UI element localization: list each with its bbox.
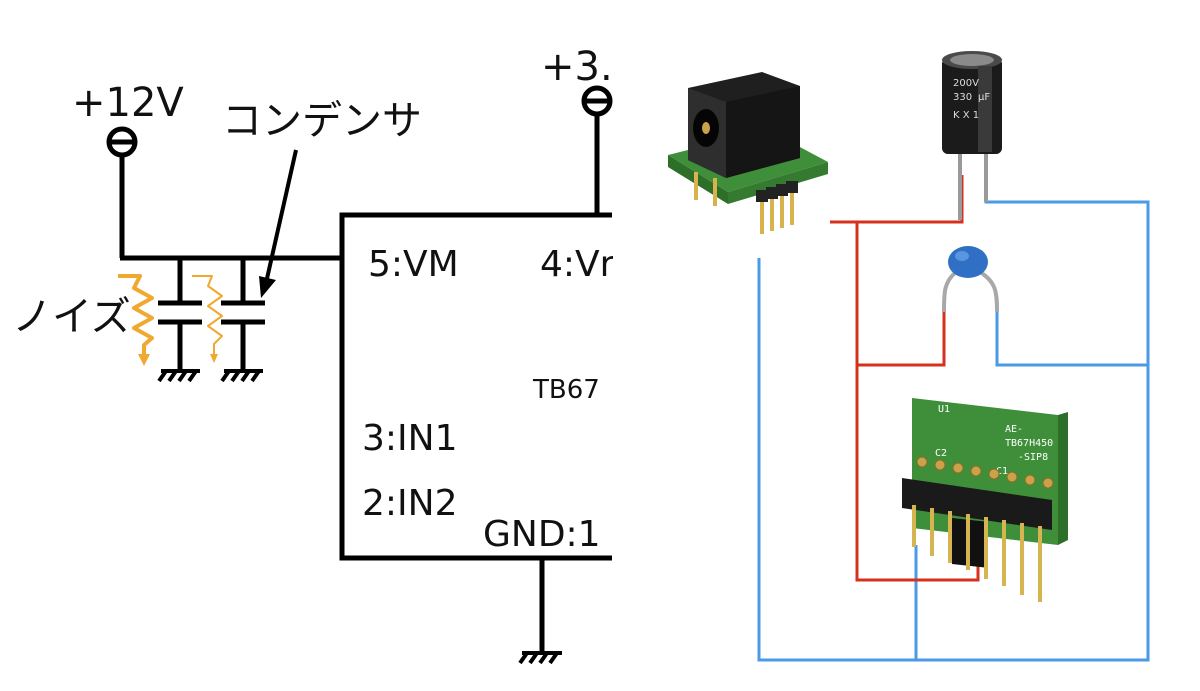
cap-marking-voltage: 200V [953,78,979,89]
capacitor-label: コンデンサ [222,98,422,144]
capacitor-pointer-arrow [259,149,298,298]
driver-module: U1 AE- TB67H450 -SIP8 C2 C1 [902,398,1068,602]
cap-marking-series: K X 1 [953,110,979,121]
dc-jack-module [648,60,830,258]
noise-label: ノイズ [12,294,131,340]
cap-marking-capacitance: 330 [953,92,972,103]
silk-c2: C2 [935,448,947,459]
chip-name-label: TB67 [532,375,600,405]
ground-symbol-2 [220,369,263,383]
cap-marking-unit: μF [978,92,990,103]
ground-symbol-ic [518,651,562,665]
silk-c1: C1 [996,466,1008,477]
pin-gnd-label: GND:1 [483,514,601,555]
terminal-12v [106,126,138,258]
ic-body [339,212,612,561]
capacitor-1 [158,258,202,370]
pin-vref-label: 4:Vr [540,244,615,285]
terminal-33v [581,85,613,215]
schematic [106,85,613,665]
pin-in2-label: 2:IN2 [362,483,457,524]
silk-sip8: -SIP8 [1018,452,1048,463]
electrolytic-capacitor: 200V 330 μF K X 1 [942,51,1002,220]
ground-symbol-1 [157,369,200,383]
pin-in1-label: 3:IN1 [362,418,457,459]
noise-arrow-1 [118,274,154,366]
ceramic-capacitor [942,246,999,313]
silk-ae: AE- [1005,424,1023,435]
schematic-crop-mask [613,0,648,691]
noise-arrow-2 [192,275,223,363]
capacitor-2 [221,258,265,370]
silk-chip: TB67H450 [1005,438,1053,449]
pin-vm-label: 5:VM [368,244,459,285]
supply-12v-label: +12V [72,80,184,126]
silk-u1: U1 [938,404,950,415]
